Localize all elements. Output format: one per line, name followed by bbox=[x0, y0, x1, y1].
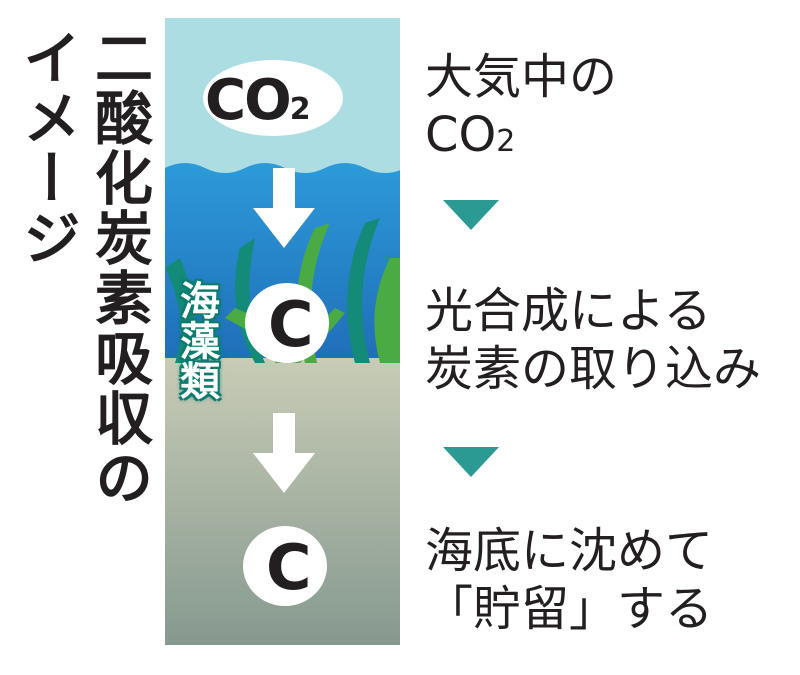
carbon-absorbed: C bbox=[268, 288, 314, 361]
step-2-line-1: 光合成による bbox=[425, 283, 712, 339]
triangle-down-icon bbox=[443, 447, 499, 477]
step-2-line-2: 炭素の取り込み bbox=[425, 341, 762, 397]
step-3-line-1: 海底に沈めて bbox=[425, 523, 714, 579]
step-1-line-2: CO2 bbox=[425, 106, 617, 171]
arrow-down-icon bbox=[253, 413, 315, 493]
co2-molecule: CO2 bbox=[205, 68, 311, 133]
step-1-line-1: 大気中の bbox=[425, 49, 618, 105]
carbon-stored: C bbox=[266, 531, 312, 604]
seaweed-label: 海藻類 bbox=[173, 280, 219, 400]
step-photosynthesis: 光合成による 炭素の取り込み bbox=[425, 282, 761, 398]
co2-subscript: 2 bbox=[289, 92, 311, 127]
co2-text: CO bbox=[205, 68, 292, 133]
triangle-down-icon bbox=[443, 200, 499, 230]
title-line-1: 二酸化炭素吸収の bbox=[85, 28, 153, 508]
co2-label: CO bbox=[425, 107, 497, 163]
step-3-line-2: 「貯留」する bbox=[425, 581, 714, 637]
ocean-illustration bbox=[165, 18, 400, 645]
step-storage: 海底に沈めて 「貯留」する bbox=[425, 522, 713, 638]
arrow-down-icon bbox=[253, 168, 315, 248]
title-line-2: イメージ bbox=[13, 28, 81, 268]
co2-label-subscript: 2 bbox=[496, 124, 516, 159]
step-atmosphere: 大気中の CO2 bbox=[425, 48, 617, 171]
